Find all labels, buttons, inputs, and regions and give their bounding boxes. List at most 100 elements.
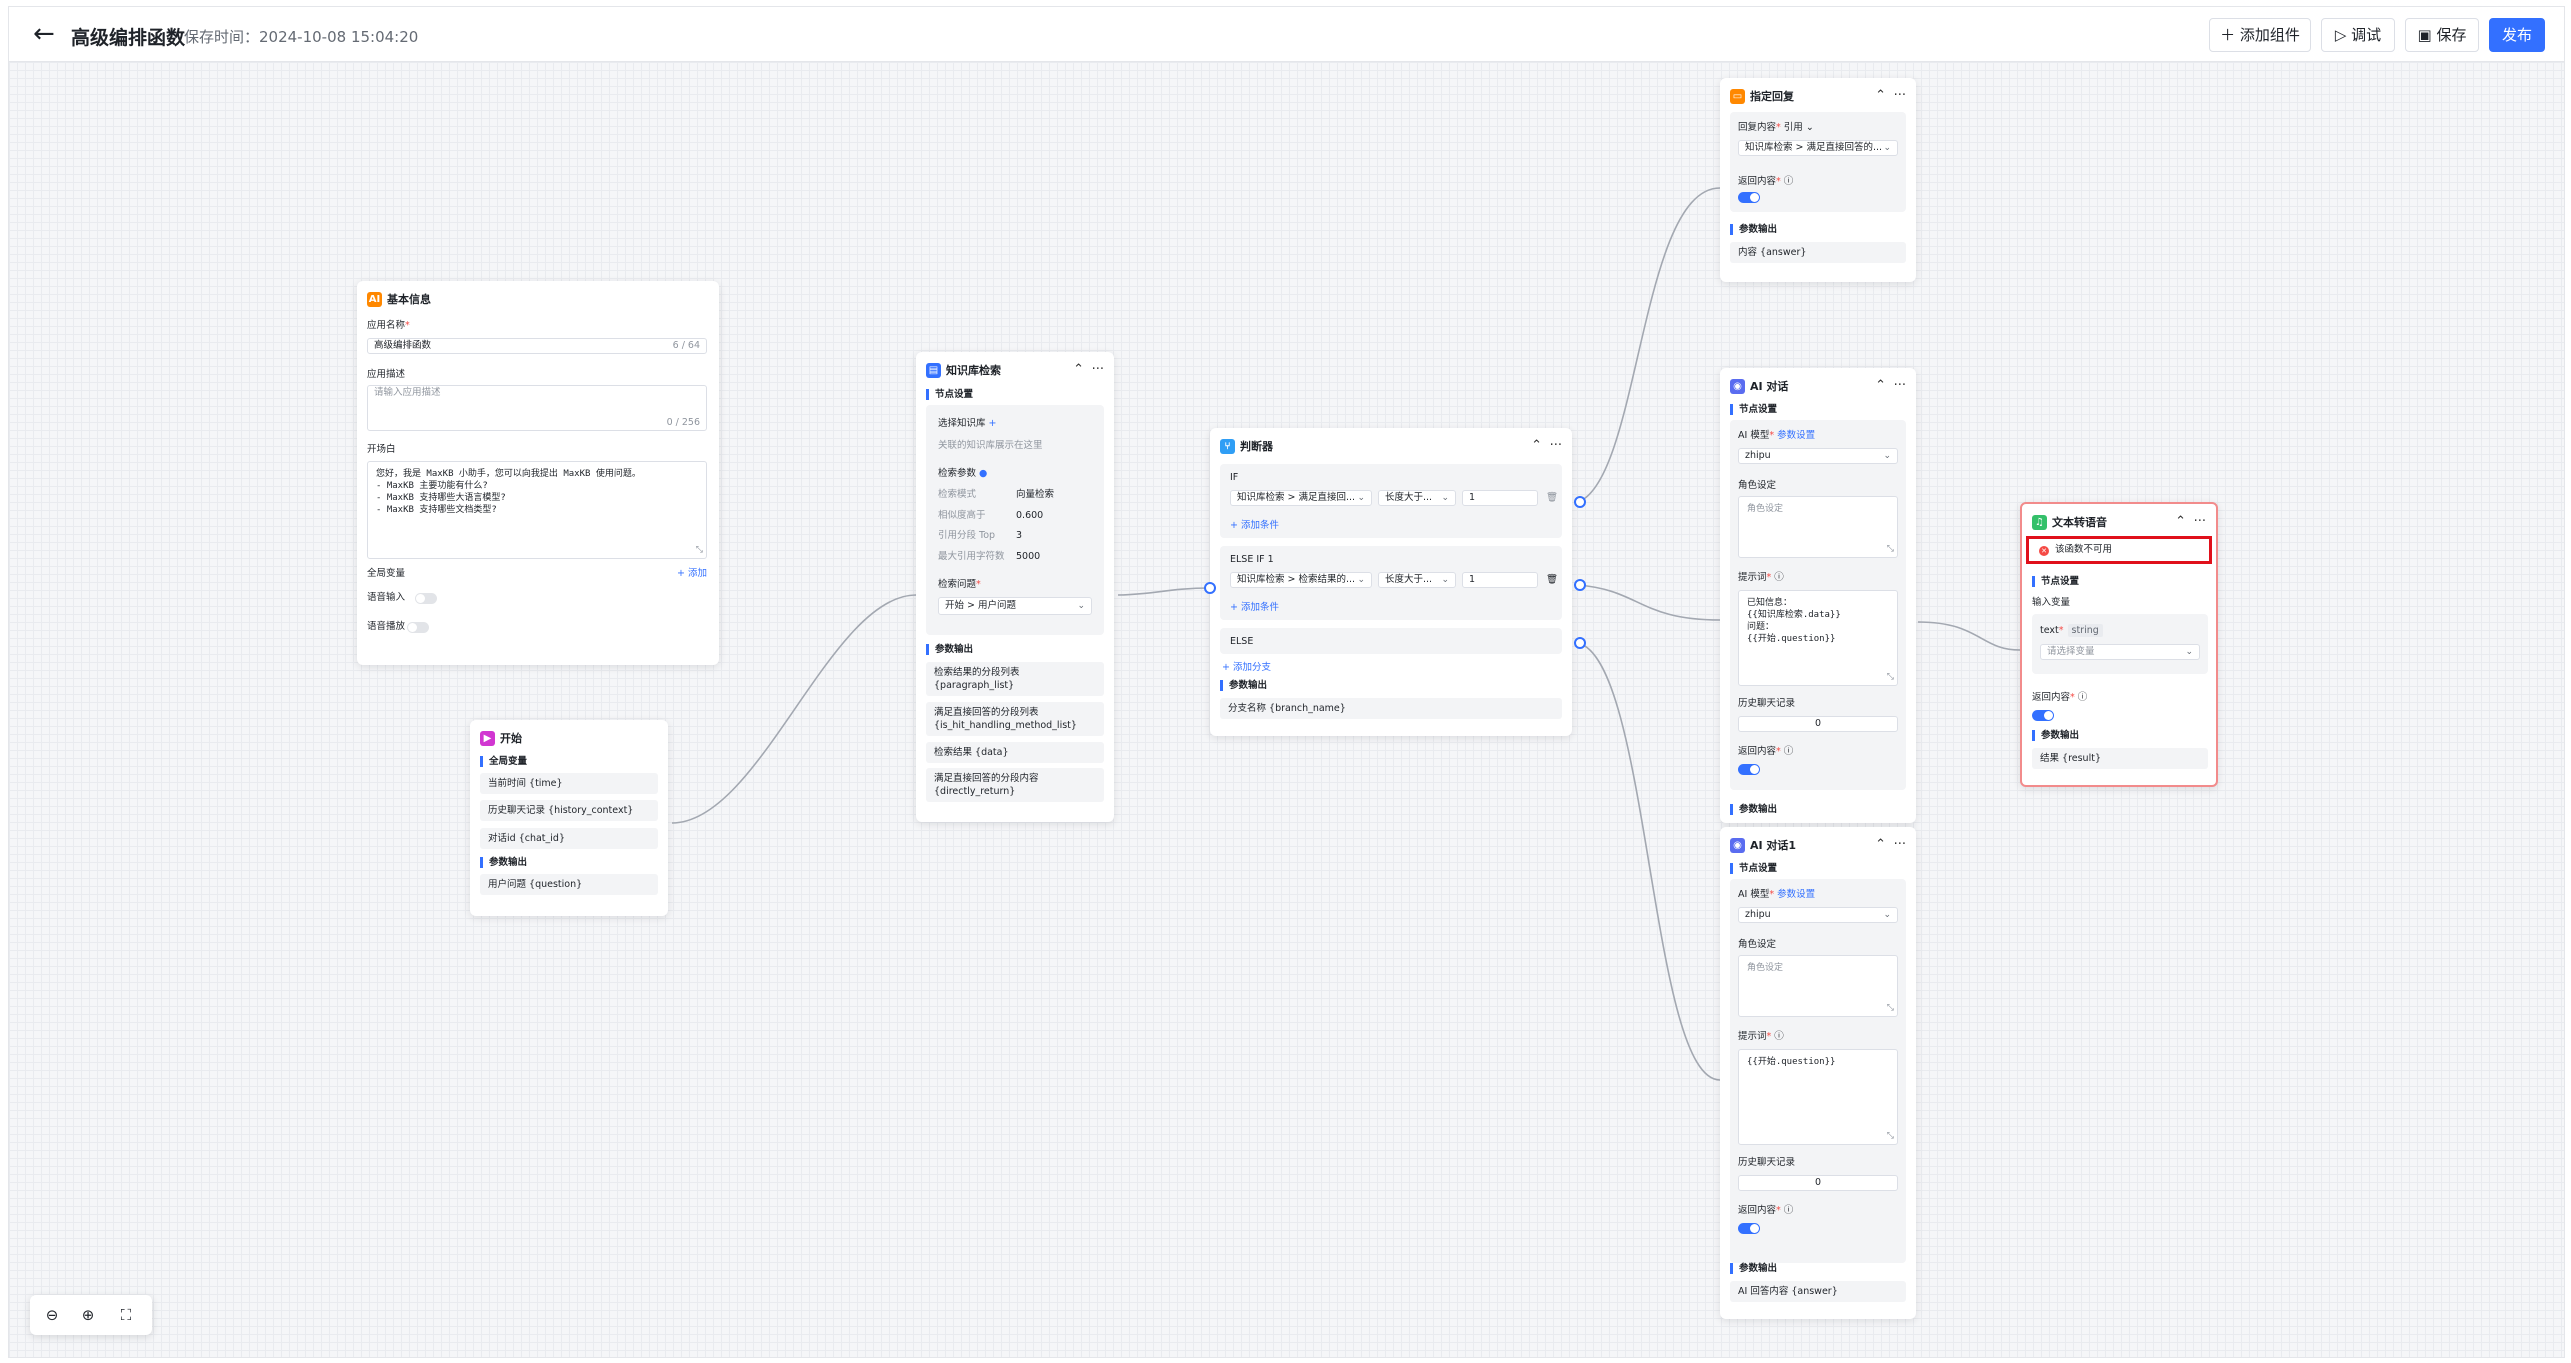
return-label: 返回内容* ⓘ (1738, 1205, 1794, 1216)
publish-button[interactable]: 发布 (2489, 18, 2545, 52)
if-label: IF (1230, 472, 1239, 483)
elseif-label: ELSE IF 1 (1230, 554, 1274, 565)
return-toggle[interactable] (1738, 764, 1760, 775)
elseif-value-input[interactable]: 1 (1462, 572, 1538, 588)
resize-icon: ⤡ (1886, 1131, 1894, 1141)
add-condition-button[interactable]: + 添加条件 (1230, 520, 1279, 531)
condition-node[interactable]: ⑂ 判断器 ⌃ ··· IF 知识库检索 > 满足直接回...⌄ 长度大于...… (1210, 428, 1572, 736)
node-settings-section: 节点设置 (1730, 863, 1777, 874)
reply-node[interactable]: ▭ 指定回复 ⌃ ··· 回复内容* 引用 ⌄ 知识库检索 > 满足直接回答的.… (1720, 78, 1916, 282)
delete-icon[interactable]: 🗑 (1546, 574, 1559, 585)
kb-settings-panel (926, 405, 1104, 635)
voice-play-label: 语音播放 (367, 621, 406, 632)
elseif-op-select[interactable]: 长度大于...⌄ (1378, 572, 1456, 588)
kb-output-item: 满足直接回答的分段列表 {is_hit_handling_method_list… (926, 702, 1104, 736)
add-component-button[interactable]: ＋ 添加组件 (2209, 18, 2311, 52)
node-settings-section: 节点设置 (1730, 404, 1777, 415)
more-icon[interactable]: ··· (1893, 88, 1906, 103)
edge-if-reply (1577, 187, 1721, 503)
chevron-down-icon: ⌄ (1441, 575, 1449, 585)
settings-icon[interactable]: ● (979, 468, 988, 479)
more-icon[interactable]: ··· (1893, 378, 1906, 393)
more-icon[interactable]: ··· (1091, 362, 1104, 377)
return-toggle[interactable] (1738, 192, 1760, 203)
zoom-in-icon[interactable]: ⊕ (81, 1306, 95, 1324)
add-condition-button[interactable]: + 添加条件 (1230, 602, 1279, 613)
add-kb-icon[interactable]: + (988, 418, 997, 429)
content-mode-select[interactable]: 引用 (1783, 122, 1803, 133)
collapse-icon[interactable]: ⌃ (1875, 378, 1886, 393)
start-node[interactable]: ▶ 开始 全局变量 当前时间 {time} 历史聊天记录 {history_co… (470, 720, 668, 916)
edge-else-ai1 (1577, 642, 1721, 1081)
node-title: 判断器 (1240, 440, 1273, 453)
fit-view-icon[interactable]: ⛶ (120, 1306, 132, 1324)
if-value-input[interactable]: 1 (1462, 490, 1538, 506)
history-input[interactable]: 0 (1738, 716, 1898, 732)
prompt-textarea[interactable]: {{开始.question}}⤡ (1738, 1049, 1898, 1145)
question-select[interactable]: 开始 > 用户问题⌄ (938, 597, 1092, 615)
elseif-field-select[interactable]: 知识库检索 > 检索结果的...⌄ (1230, 572, 1372, 588)
return-toggle[interactable] (1738, 1223, 1760, 1234)
tts-node[interactable]: ♫ 文本转语音 ⌃ ··· ✕该函数不可用 节点设置 输入变量 text*str… (2020, 502, 2218, 787)
more-icon[interactable]: ··· (1549, 438, 1562, 453)
param-key: 引用分段 Top (938, 530, 996, 541)
collapse-icon[interactable]: ⌃ (2175, 514, 2186, 529)
collapse-icon[interactable]: ⌃ (1875, 88, 1886, 103)
condition-input-port[interactable] (1204, 582, 1216, 594)
ai-chat-icon: ◉ (1730, 379, 1745, 394)
plus-icon: ＋ (2220, 26, 2236, 44)
param-settings-link[interactable]: 参数设置 (1777, 889, 1816, 900)
model-select[interactable]: zhipu⌄ (1738, 448, 1898, 464)
model-select[interactable]: zhipu⌄ (1738, 907, 1898, 923)
history-input[interactable]: 0 (1738, 1175, 1898, 1191)
collapse-icon[interactable]: ⌃ (1531, 438, 1542, 453)
prompt-label: 提示词* ⓘ (1738, 1031, 1784, 1042)
more-icon[interactable]: ··· (2193, 514, 2206, 529)
node-title: AI 对话1 (1750, 839, 1797, 852)
elseif-port[interactable] (1574, 579, 1586, 591)
top-bar: ← 高级编排函数 保存时间：2024-10-08 15:04:20 ＋ 添加组件… (8, 6, 2565, 62)
output-section: 参数输出 (1730, 804, 1777, 815)
opening-textarea[interactable]: 您好，我是 MaxKB 小助手，您可以向我提出 MaxKB 使用问题。 - Ma… (367, 461, 707, 559)
role-textarea[interactable]: 角色设定⤡ (1738, 955, 1898, 1017)
delete-icon[interactable]: 🗑 (1546, 492, 1559, 503)
return-label: 返回内容* ⓘ (1738, 746, 1794, 757)
prompt-textarea[interactable]: 已知信息： {{知识库检索.data}} 问题： {{开始.question}}… (1738, 590, 1898, 686)
add-global-var-button[interactable]: + 添加 (677, 568, 707, 579)
if-port[interactable] (1574, 496, 1586, 508)
output-section: 参数输出 (1730, 1263, 1777, 1274)
if-op-select[interactable]: 长度大于...⌄ (1378, 490, 1456, 506)
voice-play-toggle[interactable] (407, 622, 429, 633)
return-toggle[interactable] (2032, 710, 2054, 721)
kb-output-item: 检索结果 {data} (926, 742, 1104, 763)
role-textarea[interactable]: 角色设定⤡ (1738, 496, 1898, 558)
param-value: 5000 (1016, 551, 1041, 562)
debug-button[interactable]: ▷ 调试 (2321, 18, 2395, 52)
collapse-icon[interactable]: ⌃ (1875, 837, 1886, 852)
kb-search-node[interactable]: ▤ 知识库检索 ⌃ ··· 节点设置 选择知识库 + 关联的知识库展示在这里 检… (916, 352, 1114, 822)
back-arrow-icon[interactable]: ← (33, 19, 55, 49)
add-branch-button[interactable]: + 添加分支 (1222, 662, 1271, 673)
if-field-select[interactable]: 知识库检索 > 满足直接回...⌄ (1230, 490, 1372, 506)
reply-content-select[interactable]: 知识库检索 > 满足直接回答的...⌄ (1738, 140, 1898, 156)
ai-chat1-node[interactable]: ◉ AI 对话1 ⌃ ··· 节点设置 AI 模型* 参数设置 zhipu⌄ 角… (1720, 827, 1916, 1319)
text-param-label: text*string (2040, 624, 2103, 637)
variable-select[interactable]: 请选择变量⌄ (2040, 644, 2200, 660)
ai-chat-node[interactable]: ◉ AI 对话 ⌃ ··· 节点设置 AI 模型* 参数设置 zhipu⌄ 角色… (1720, 368, 1916, 823)
output-section: 参数输出 (480, 857, 527, 868)
node-title: 基本信息 (387, 293, 431, 306)
start-var-item: 当前时间 {time} (480, 773, 658, 794)
else-port[interactable] (1574, 637, 1586, 649)
global-var-section: 全局变量 (480, 756, 527, 767)
collapse-icon[interactable]: ⌃ (1073, 362, 1084, 377)
save-button[interactable]: ▣ 保存 (2405, 18, 2479, 52)
global-var-label: 全局变量 (367, 568, 406, 579)
zoom-out-icon[interactable]: ⊖ (45, 1306, 59, 1324)
more-icon[interactable]: ··· (1893, 837, 1906, 852)
param-settings-link[interactable]: 参数设置 (1777, 430, 1816, 441)
voice-input-toggle[interactable] (415, 593, 437, 604)
output-section: 参数输出 (926, 644, 973, 655)
